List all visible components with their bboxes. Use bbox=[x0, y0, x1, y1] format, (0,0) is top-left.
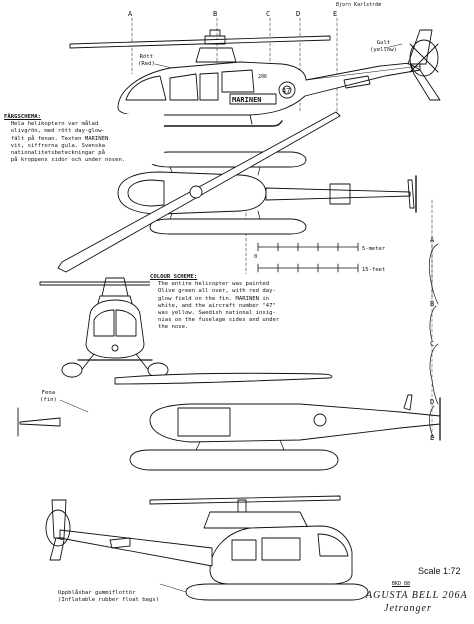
section-letter-marks: A B C D E bbox=[430, 236, 435, 442]
underside-view bbox=[17, 372, 441, 471]
aircraft-number: 47 bbox=[282, 87, 290, 95]
callout-yellow: Gult (yellow) bbox=[370, 40, 397, 54]
scale-bottom-label: 15-feet bbox=[362, 267, 385, 273]
section-letter-e: E bbox=[430, 434, 434, 442]
section-letter-d: D bbox=[430, 398, 434, 406]
fargschema-heading: FÄRGSCHEMA: bbox=[4, 114, 42, 120]
fuselage-lettering: MARINEN 47 206 bbox=[232, 74, 290, 104]
side-view-bottom bbox=[45, 495, 369, 601]
section-letter-c: C bbox=[430, 340, 434, 348]
fargschema-body: Hela helikoptern var målad olivgrön, med… bbox=[10, 121, 126, 164]
colour-scheme-body: The entire helicopter was painted Olive … bbox=[158, 281, 280, 331]
marinen-text: MARINEN bbox=[232, 96, 262, 104]
top-section-letters: A B C D E bbox=[128, 10, 337, 18]
scale-bar bbox=[257, 242, 359, 273]
top-letter-b: B bbox=[213, 10, 217, 18]
top-letter-d: D bbox=[296, 10, 300, 18]
top-letter-c: C bbox=[266, 10, 270, 18]
fargschema-block: FÄRGSCHEMA: Hela helikoptern var målad o… bbox=[4, 114, 164, 165]
top-letter-e: E bbox=[333, 10, 337, 18]
colour-scheme-heading: COLOUR SCHEME: bbox=[150, 274, 198, 280]
scale-top-label: 5-meter bbox=[362, 246, 386, 252]
section-profiles bbox=[428, 243, 439, 441]
colour-scheme-block: COLOUR SCHEME: The entire helicopter was… bbox=[150, 274, 300, 332]
callout-fin: Fena (fin) bbox=[40, 390, 57, 404]
callout-red: Rött (Red) bbox=[138, 54, 155, 68]
title-line-1: AGUSTA BELL 206A bbox=[366, 590, 468, 601]
section-letter-b: B bbox=[430, 300, 434, 308]
scale-zero: 0 bbox=[254, 254, 257, 260]
scale-bar-labels: 5-meter 15-feet 0 bbox=[254, 246, 386, 273]
aircraft-code: 206 bbox=[258, 74, 267, 80]
section-letter-a: A bbox=[430, 236, 435, 244]
title-line-2: Jetranger bbox=[384, 603, 432, 614]
top-letter-a: A bbox=[128, 10, 133, 18]
header-scribble: Bjorn Karlström bbox=[336, 2, 382, 8]
callout-float-bags: Uppblåsbar gummiflottör (Inflatable rubb… bbox=[58, 590, 160, 604]
designer-tag: BKD 88 bbox=[392, 581, 411, 587]
top-view bbox=[57, 111, 417, 273]
scale-note: Scale 1:72 bbox=[418, 566, 461, 576]
